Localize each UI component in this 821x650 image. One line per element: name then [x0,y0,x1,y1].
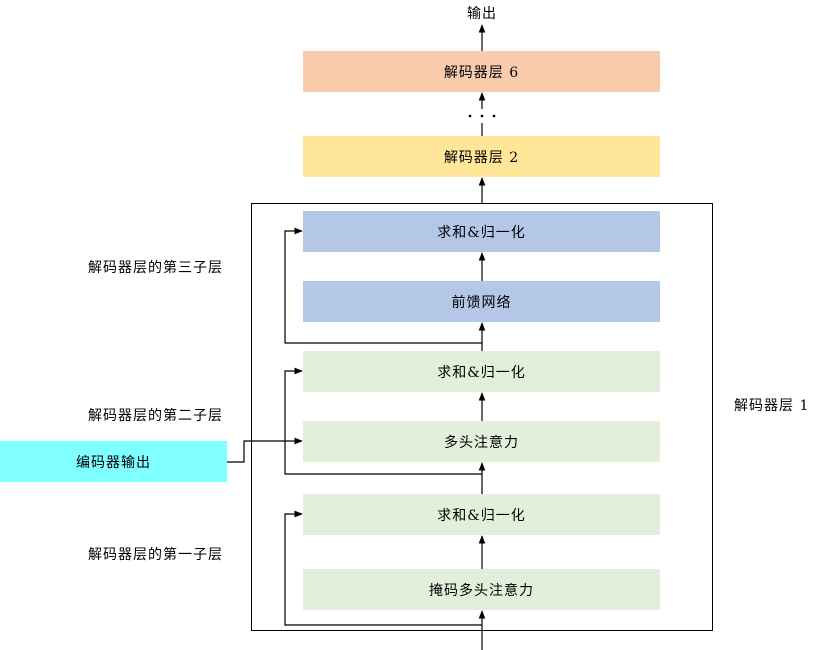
encoder-output-label: 编码器输出 [76,454,151,471]
encoder-output: 编码器输出 [0,441,227,482]
sublayer-3-feed-forward: 前馈网络 [303,281,660,322]
decoder-layer-6-label: 解码器层 6 [443,64,520,81]
ellipsis-dot-3 [492,114,496,118]
sublayer-1-masked-multi-head-attention-label: 掩码多头注意力 [429,582,534,599]
sublayer-3-add-norm-label: 求和&归一化 [437,224,526,241]
decoder-layer-1-frame [251,203,713,631]
sublayer-3-feed-forward-label: 前馈网络 [451,294,512,311]
sublayer-3-add-norm: 求和&归一化 [303,211,660,252]
ellipsis-dot-1 [468,114,472,118]
sublayer-1-caption: 解码器层的第一子层 [88,547,223,563]
output-label: 输出 [467,6,497,22]
sublayer-1-add-norm-label: 求和&归一化 [437,507,526,524]
decoder-layer-1-label: 解码器层 1 [734,398,810,414]
sublayer-2-add-norm: 求和&归一化 [303,351,660,392]
sublayer-3-caption: 解码器层的第三子层 [88,260,223,276]
decoder-layer-2-label: 解码器层 2 [443,149,520,166]
decoder-layer-6: 解码器层 6 [303,51,660,92]
sublayer-2-multi-head-attention-label: 多头注意力 [444,434,519,451]
decoder-layer-2: 解码器层 2 [303,136,660,177]
sublayer-1-add-norm: 求和&归一化 [303,494,660,535]
sublayer-1-masked-multi-head-attention: 掩码多头注意力 [303,569,660,610]
sublayer-2-caption: 解码器层的第二子层 [88,408,223,424]
sublayer-2-add-norm-label: 求和&归一化 [437,364,526,381]
sublayer-2-multi-head-attention: 多头注意力 [303,421,660,462]
ellipsis-dot-2 [480,114,484,118]
